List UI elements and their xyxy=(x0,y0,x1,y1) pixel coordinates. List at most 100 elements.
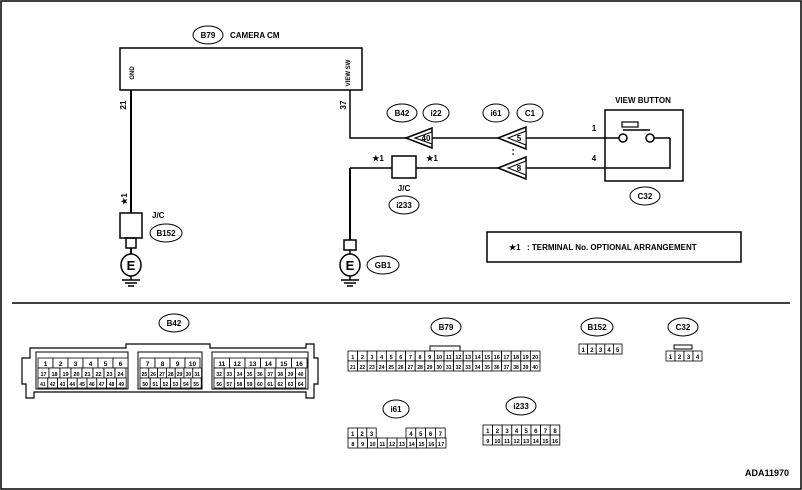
b79-pin: 6 xyxy=(399,355,402,361)
b42-pin: 2 xyxy=(59,361,63,368)
b42-pin: 61 xyxy=(267,382,273,388)
b79-pin: 32 xyxy=(456,365,462,371)
b42-pin: 52 xyxy=(163,382,169,388)
mid-ground-symbol: E xyxy=(346,258,355,273)
b42-pin: 28 xyxy=(168,372,174,378)
i233-face-label: i233 xyxy=(513,402,529,411)
mid-jc-label: J/C xyxy=(398,184,411,193)
b152-pin: 5 xyxy=(616,348,620,354)
c32-pin: 1 xyxy=(669,355,673,361)
b42-pin: 14 xyxy=(265,361,273,368)
b42-cell xyxy=(190,377,202,389)
switch-contact-right xyxy=(645,133,655,143)
i61-pin: 1 xyxy=(351,432,355,438)
i61-pin: 10 xyxy=(369,442,375,448)
i233-pin: 15 xyxy=(542,439,548,445)
b42-pin: 44 xyxy=(70,382,76,388)
b42-pin: 47 xyxy=(99,382,105,388)
b42-pin: 21 xyxy=(84,372,90,378)
b42-pin: 54 xyxy=(183,382,189,388)
b42-face-bubble xyxy=(158,313,190,333)
b152-face-label: B152 xyxy=(587,323,607,332)
b42-pin: 53 xyxy=(173,382,179,388)
i61-face-bubble xyxy=(382,399,410,419)
b79-pin: 16 xyxy=(494,355,500,361)
b79-latch xyxy=(429,345,461,352)
b42-pin: 56 xyxy=(216,382,222,388)
i61-pin: 16 xyxy=(428,442,434,448)
b42-pin: 42 xyxy=(50,382,56,388)
b42-pin: 3 xyxy=(74,361,78,368)
b42-pin: 64 xyxy=(298,382,304,388)
view-sw-pin-number: 37 xyxy=(339,100,348,109)
b42-pin: 20 xyxy=(73,372,79,378)
b42-pin: 38 xyxy=(278,372,284,378)
b42-pin: 25 xyxy=(142,372,148,378)
b42-pin: 59 xyxy=(247,382,253,388)
b79-pin: 22 xyxy=(360,365,366,371)
i61-pin: 2 xyxy=(360,432,364,438)
b79-face-bubble xyxy=(430,317,462,337)
b42-pin: 39 xyxy=(288,372,294,378)
c32-cell xyxy=(692,350,703,362)
b79-pin: 26 xyxy=(398,365,404,371)
b42-pin: 60 xyxy=(257,382,263,388)
left-star-note: ★1 xyxy=(120,193,129,205)
gnd-terminal-label: GND xyxy=(130,66,136,80)
b79-pin: 30 xyxy=(436,365,442,371)
i61-pin: 9 xyxy=(361,442,364,448)
b42-pin: 46 xyxy=(89,382,95,388)
b42-pin: 1 xyxy=(44,361,48,368)
b42-pin: 57 xyxy=(227,382,233,388)
b79-pin: 33 xyxy=(465,365,471,371)
b79-pin: 38 xyxy=(513,365,519,371)
pin-5: 5 xyxy=(517,134,522,143)
b152-pin: 4 xyxy=(607,348,611,354)
c32-bubble xyxy=(629,186,661,206)
i61-pin: 5 xyxy=(419,432,423,438)
i233-face-bubble xyxy=(505,396,537,416)
b79-pin: 11 xyxy=(446,355,452,361)
b152-pin: 1 xyxy=(582,348,586,354)
b79-pin: 23 xyxy=(369,365,375,371)
figure-code: ADA11970 xyxy=(745,468,789,478)
camera-cm-box xyxy=(119,47,363,91)
b42-pin: 5 xyxy=(104,361,108,368)
b79-pin: 29 xyxy=(427,365,433,371)
b79-pin: 13 xyxy=(465,355,471,361)
view-button-title: VIEW BUTTON xyxy=(615,96,671,105)
note-text: : TERMINAL No. OPTIONAL ARRANGEMENT xyxy=(527,243,697,252)
b152-face-bubble xyxy=(580,317,614,337)
b79-pin: 8 xyxy=(418,355,421,361)
b42-pin: 9 xyxy=(176,361,180,368)
b42-pin: 41 xyxy=(40,382,46,388)
c1-bubble xyxy=(516,103,544,123)
camera-cm-connector: B79 xyxy=(201,31,216,40)
b42-pin: 19 xyxy=(62,372,68,378)
mid-jc-box xyxy=(391,155,417,179)
b42-pin: 40 xyxy=(298,372,304,378)
left-jc-terminal xyxy=(125,237,137,249)
i61-bubble xyxy=(482,103,510,123)
b42-pin: 24 xyxy=(117,372,124,378)
b42-pin: 8 xyxy=(161,361,165,368)
b42-pin: 51 xyxy=(153,382,159,388)
b42-pin: 13 xyxy=(249,361,257,368)
b79-pin: 24 xyxy=(379,365,385,371)
i233-pin: 9 xyxy=(486,439,489,445)
b79-pin: 19 xyxy=(523,355,529,361)
b79-pin: 5 xyxy=(390,355,393,361)
b42-pin: 63 xyxy=(288,382,294,388)
i233-pin: 4 xyxy=(515,429,519,435)
b42-pin: 35 xyxy=(247,372,253,378)
b79-pin: 15 xyxy=(484,355,490,361)
b79-cell xyxy=(530,360,541,372)
b79-pin: 36 xyxy=(494,365,500,371)
b42-bubble xyxy=(386,103,418,123)
i61-pin: 3 xyxy=(370,432,374,438)
mid-jc-connector: i233 xyxy=(396,201,412,210)
b42-cell xyxy=(295,377,307,389)
mid-ground-terminal xyxy=(343,239,357,251)
